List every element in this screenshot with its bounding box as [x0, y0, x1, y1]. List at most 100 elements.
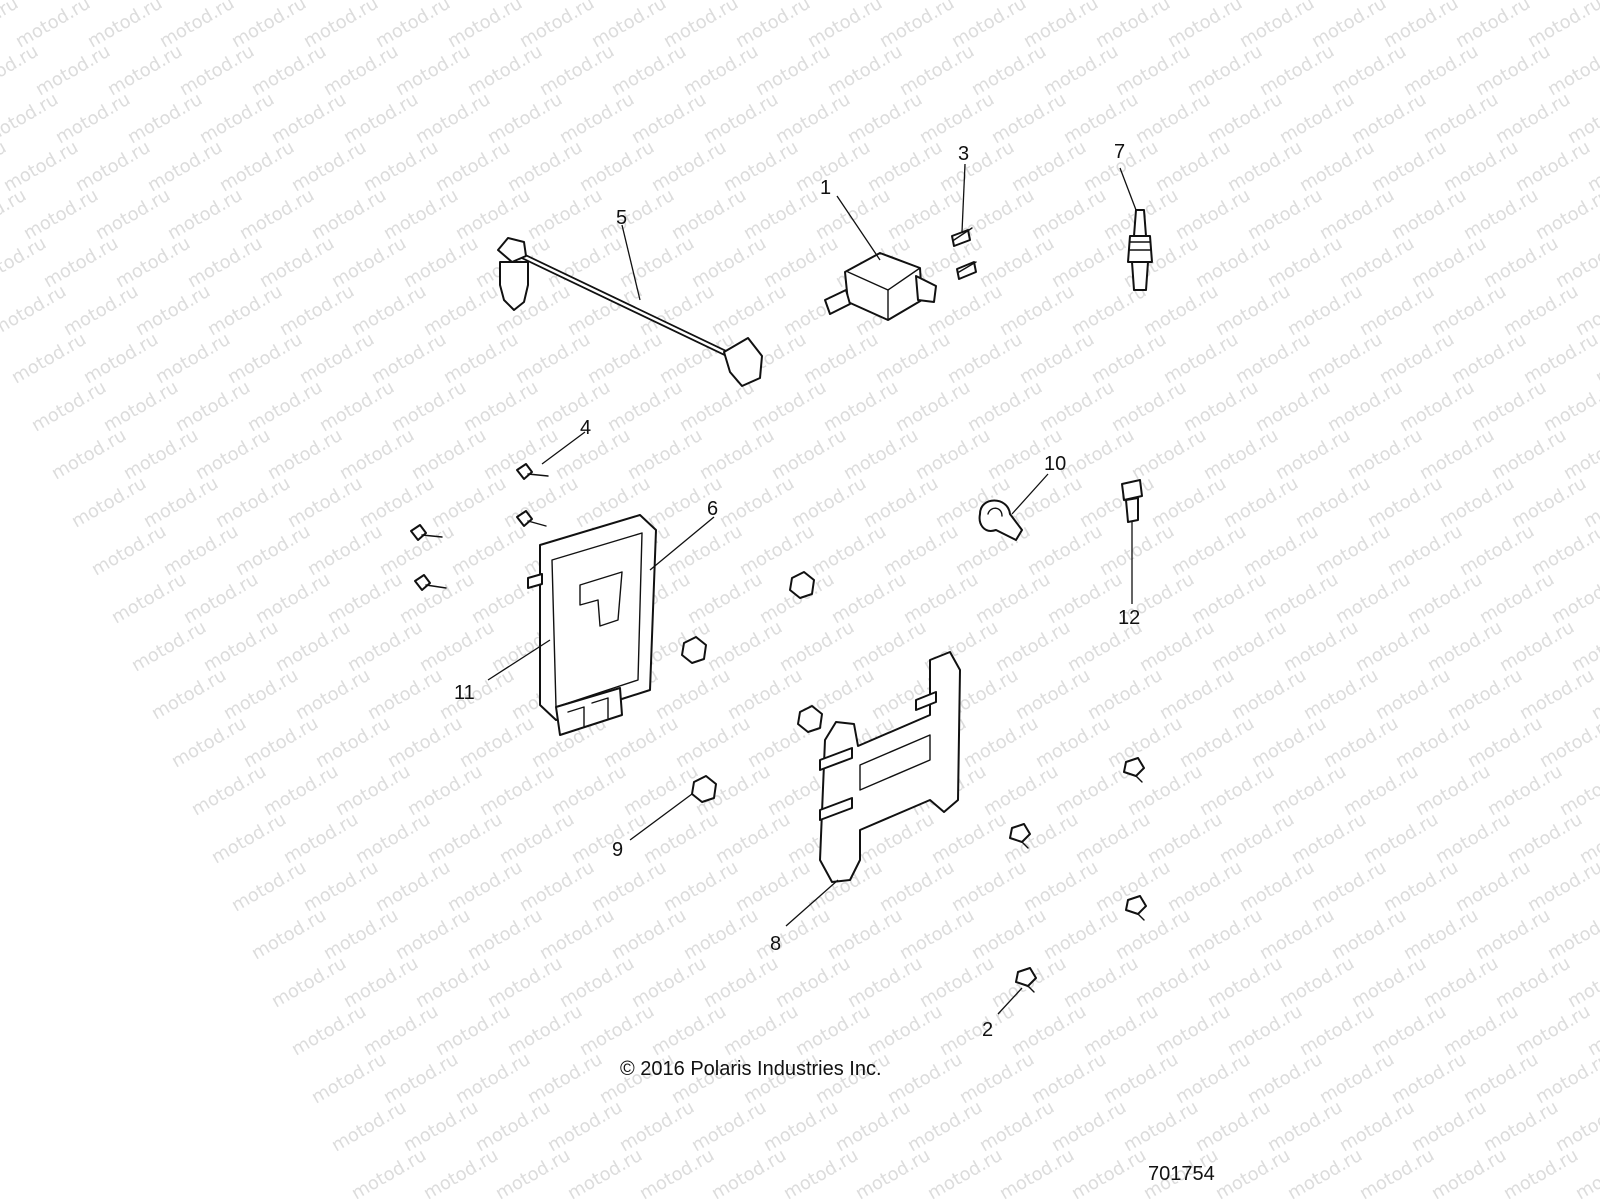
watermark-text: motod.ru	[996, 281, 1078, 340]
ignition-coil-part	[824, 252, 937, 321]
watermark-text: motod.ru	[464, 41, 546, 100]
watermark-text: motod.ru	[1368, 137, 1450, 196]
watermark-text: motod.ru	[484, 953, 566, 1012]
watermark-text: motod.ru	[1428, 1145, 1510, 1200]
watermark-text: motod.ru	[176, 41, 258, 100]
leader-3	[961, 163, 966, 233]
leader-lines	[487, 163, 1137, 1015]
watermark-text: motod.ru	[48, 425, 130, 484]
watermark-text: motod.ru	[708, 1145, 790, 1200]
watermark-text: motod.ru	[1056, 425, 1138, 484]
watermark-text: motod.ru	[788, 473, 870, 532]
watermark-text: motod.ru	[1544, 905, 1600, 964]
watermark-text: motod.ru	[268, 953, 350, 1012]
watermark-text: motod.ru	[1316, 185, 1398, 244]
watermark-text: motod.ru	[1480, 1097, 1562, 1156]
watermark-text: motod.ru	[1388, 1049, 1470, 1108]
watermark-text: motod.ru	[648, 1001, 730, 1060]
watermark-text: motod.ru	[1364, 473, 1446, 532]
watermark-text: motod.ru	[1188, 569, 1270, 628]
watermark-text: motod.ru	[972, 569, 1054, 628]
watermark-text: motod.ru	[1536, 713, 1600, 772]
ignition-lead-part	[497, 237, 763, 387]
watermark-text: motod.ru	[548, 761, 630, 820]
watermark-text: motod.ru	[676, 377, 758, 436]
watermark-text: motod.ru	[1152, 1001, 1234, 1060]
watermark-text: motod.ru	[808, 521, 890, 580]
watermark-text: motod.ru	[192, 425, 274, 484]
watermark-text: motod.ru	[884, 1049, 966, 1108]
watermark-text: motod.ru	[876, 857, 958, 916]
watermark-text: motod.ru	[248, 41, 330, 100]
watermark-text: motod.ru	[188, 761, 270, 820]
watermark-text: motod.ru	[1344, 425, 1426, 484]
watermark-text: motod.ru	[220, 665, 302, 724]
watermark-text: motod.ru	[928, 809, 1010, 868]
watermark-text: motod.ru	[1440, 137, 1522, 196]
watermark-text: motod.ru	[328, 1097, 410, 1156]
watermark-text: motod.ru	[1400, 41, 1482, 100]
copyright-text: © 2016 Polaris Industries Inc.	[620, 1058, 882, 1080]
watermark-text: motod.ru	[1576, 0, 1600, 4]
watermark-text: motod.ru	[1132, 953, 1214, 1012]
watermark-text: motod.ru	[1032, 713, 1114, 772]
watermark-text: motod.ru	[1408, 233, 1490, 292]
watermark-text: motod.ru	[184, 233, 266, 292]
watermark-text: motod.ru	[1148, 473, 1230, 532]
watermark-text: motod.ru	[180, 569, 262, 628]
watermark-text: motod.ru	[452, 1049, 534, 1108]
watermark-text: motod.ru	[92, 185, 174, 244]
watermark-text: motod.ru	[204, 281, 286, 340]
watermark-text: motod.ru	[1024, 521, 1106, 580]
leader-5	[621, 224, 641, 301]
watermark-text: motod.ru	[1104, 713, 1186, 772]
watermark-text: motod.ru	[1384, 521, 1466, 580]
watermark-text: motod.ru	[1544, 41, 1600, 100]
watermark-text: motod.ru	[1204, 953, 1286, 1012]
watermark-text: motod.ru	[840, 425, 922, 484]
watermark-text: motod.ru	[584, 329, 666, 388]
watermark-text: motod.ru	[1184, 41, 1266, 100]
watermark-text: motod.ru	[1076, 473, 1158, 532]
watermark-text: motod.ru	[628, 953, 710, 1012]
watermark-text: motod.ru	[400, 1097, 482, 1156]
watermark-text: motod.ru	[1028, 1049, 1110, 1108]
watermark-text: motod.ru	[1068, 1145, 1150, 1200]
watermark-text: motod.ru	[1132, 89, 1214, 148]
watermark-text: motod.ru	[340, 953, 422, 1012]
watermark-text: motod.ru	[1336, 233, 1418, 292]
watermark-text: motod.ru	[512, 329, 594, 388]
watermark-text: motod.ru	[1200, 425, 1282, 484]
watermark-text: motod.ru	[1456, 521, 1538, 580]
watermark-text: motod.ru	[1320, 713, 1402, 772]
watermark-text: motod.ru	[1008, 137, 1090, 196]
watermark-text: motod.ru	[120, 425, 202, 484]
watermark-text: motod.ru	[384, 713, 466, 772]
watermark-text: motod.ru	[704, 617, 786, 676]
watermark-text: motod.ru	[772, 89, 854, 148]
watermark-text: motod.ru	[752, 41, 834, 100]
watermark-text: motod.ru	[240, 713, 322, 772]
watermark-text: motod.ru	[88, 521, 170, 580]
watermark-text: motod.ru	[976, 233, 1058, 292]
watermark-text: motod.ru	[536, 905, 618, 964]
watermark-text: motod.ru	[1284, 281, 1366, 340]
watermark-text: motod.ru	[1312, 521, 1394, 580]
watermark-text: motod.ru	[0, 89, 62, 148]
watermark-text: motod.ru	[760, 1097, 842, 1156]
watermark-text: motod.ru	[1292, 473, 1374, 532]
watermark-text: motod.ru	[716, 473, 798, 532]
watermark-text: motod.ru	[316, 377, 398, 436]
watermark-text: motod.ru	[360, 137, 442, 196]
watermark-text: motod.ru	[1028, 185, 1110, 244]
watermark-text: motod.ru	[1392, 713, 1474, 772]
watermark-text: motod.ru	[968, 905, 1050, 964]
watermark-text: motod.ru	[608, 41, 690, 100]
watermark-text: motod.ru	[1284, 1145, 1366, 1200]
watermark-text: motod.ru	[960, 713, 1042, 772]
watermark-text: motod.ru	[1016, 329, 1098, 388]
watermark-text: motod.ru	[1252, 377, 1334, 436]
watermark-text: motod.ru	[648, 137, 730, 196]
watermark-text: motod.ru	[1084, 665, 1166, 724]
